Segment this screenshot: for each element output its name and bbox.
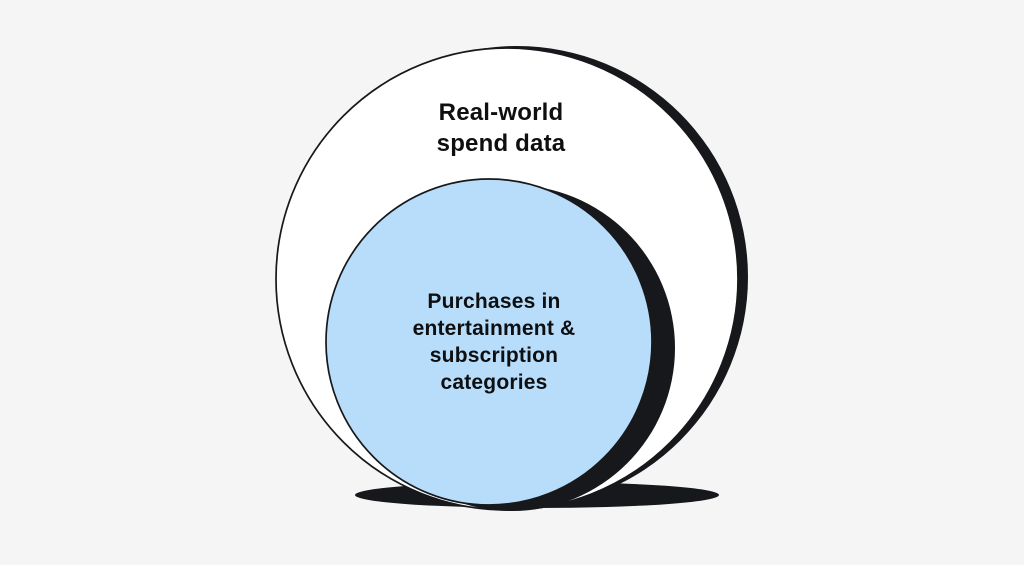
- outer-circle-label-line-1: Real-world: [438, 99, 564, 126]
- inner-circle-label-line-3: subscription: [429, 344, 559, 367]
- inner-circle: [325, 178, 653, 506]
- outer-circle-label-line-2: spend data: [436, 130, 566, 157]
- inner-circle-label-line-1: Purchases in: [427, 290, 561, 313]
- inner-circle-label-line-2: entertainment &: [412, 317, 576, 340]
- inner-circle-label: Purchases in entertainment & subscriptio…: [334, 288, 654, 396]
- inner-circle-label-line-4: categories: [440, 371, 548, 394]
- outer-circle-label: Real-world spend data: [341, 97, 661, 159]
